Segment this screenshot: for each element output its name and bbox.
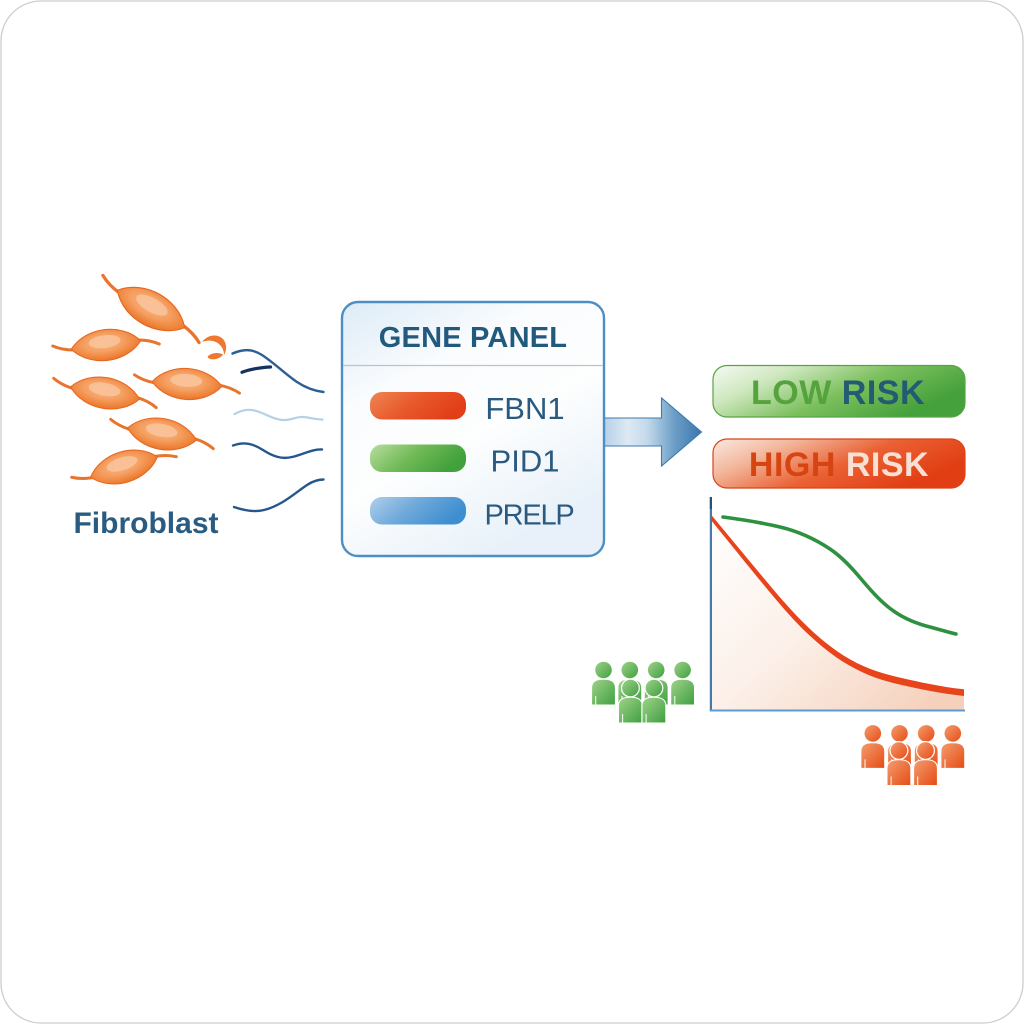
svg-text:Fibroblast: Fibroblast (73, 507, 218, 540)
svg-text:PID1: PID1 (491, 444, 560, 479)
svg-text:FBN1: FBN1 (485, 391, 564, 426)
svg-text:GENE PANEL: GENE PANEL (379, 322, 567, 354)
svg-text:HIGH RISK: HIGH RISK (749, 446, 929, 484)
svg-text:PRELP: PRELP (484, 500, 573, 532)
svg-text:LOW RISK: LOW RISK (751, 374, 925, 412)
